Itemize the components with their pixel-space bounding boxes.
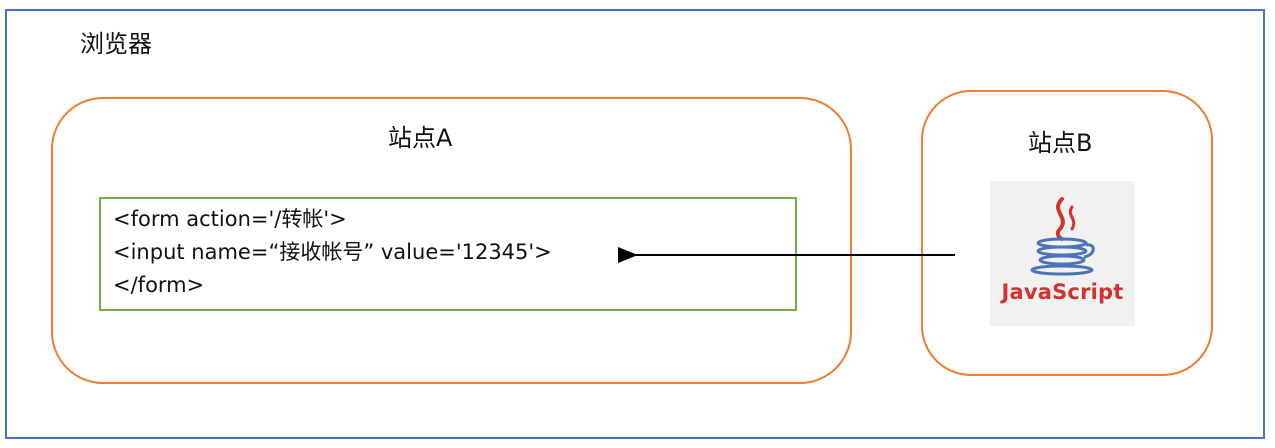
- code-line-form-close: </form>: [113, 273, 205, 297]
- site-a-box: [51, 97, 852, 384]
- site-a-label: 站点A: [388, 124, 453, 152]
- form-code-box: <form action='/转帐'> <input name=“接收帐号” v…: [99, 197, 797, 311]
- javascript-logo-text: JavaScript: [1001, 280, 1124, 304]
- coffee-cup-icon: [1030, 197, 1095, 276]
- code-line-form-open: <form action='/转帐'>: [113, 207, 347, 231]
- browser-frame: [5, 9, 1265, 439]
- site-b-label: 站点B: [1028, 129, 1093, 157]
- browser-label: 浏览器: [80, 30, 152, 58]
- javascript-logo: JavaScript: [990, 181, 1135, 326]
- site-b-box: [921, 90, 1213, 376]
- code-line-input: <input name=“接收帐号” value='12345'>: [113, 240, 552, 264]
